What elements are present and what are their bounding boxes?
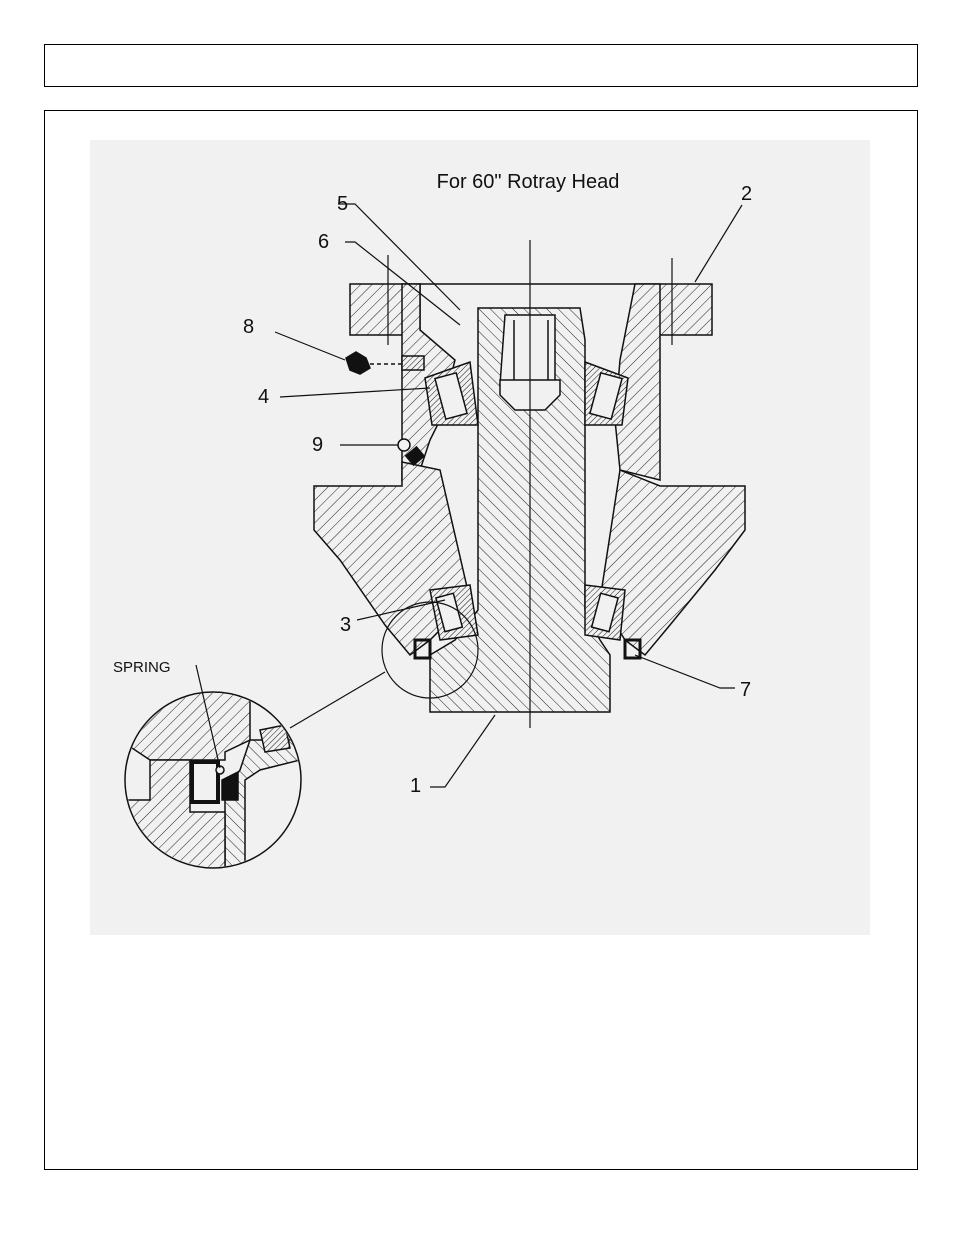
callout-4: 4 bbox=[258, 386, 269, 408]
callout-7: 7 bbox=[740, 679, 751, 701]
figure-title: For 60" Rotray Head bbox=[437, 171, 620, 193]
detail-leader bbox=[290, 672, 385, 728]
seal-detail-view bbox=[120, 690, 301, 870]
callout-6: 6 bbox=[318, 231, 329, 253]
callout-8: 8 bbox=[243, 316, 254, 338]
spring-label: SPRING bbox=[113, 659, 171, 676]
callout-2: 2 bbox=[741, 183, 752, 205]
callout-5: 5 bbox=[337, 193, 348, 215]
callout-3: 3 bbox=[340, 614, 351, 636]
grease-fitting bbox=[346, 352, 424, 374]
callout-1: 1 bbox=[410, 775, 421, 797]
callout-9: 9 bbox=[312, 434, 323, 456]
